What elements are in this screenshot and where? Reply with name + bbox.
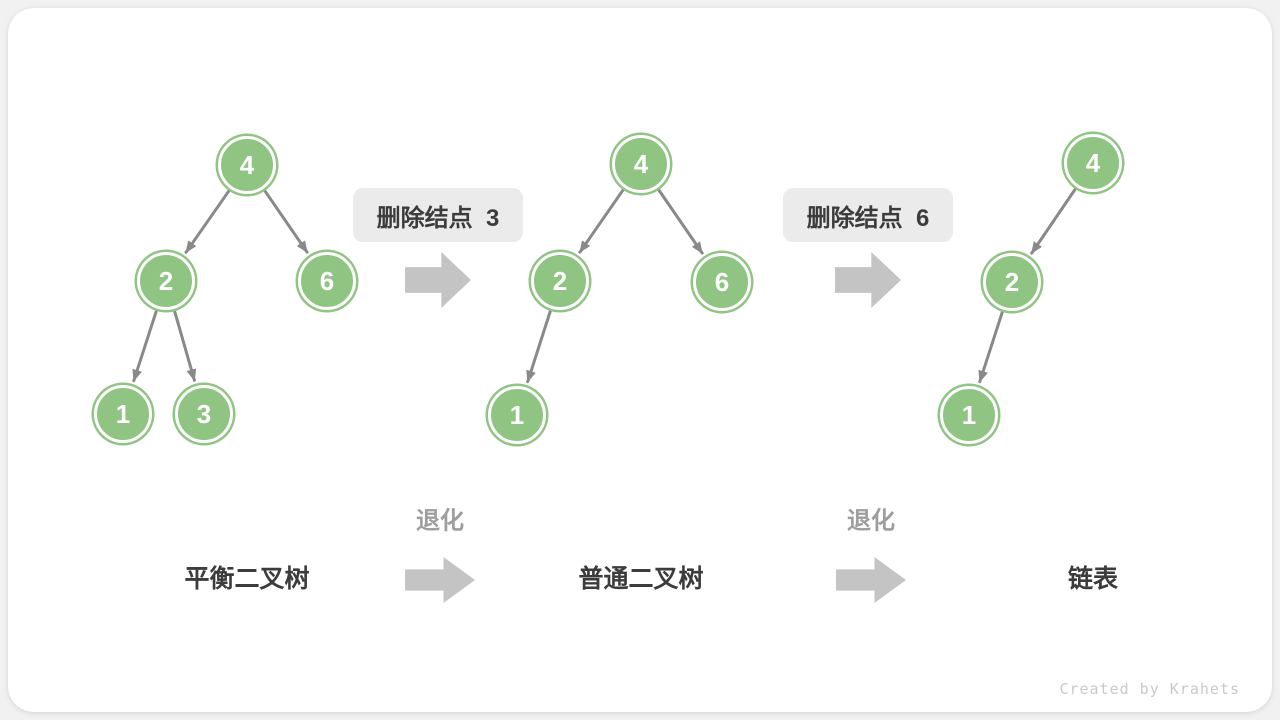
node-value: 2 [158,266,174,296]
node-value: 2 [1004,267,1020,297]
node-value: 3 [196,399,212,429]
tree-node-6: 6 [298,252,356,310]
tree-node-4: 4 [612,135,670,193]
tree-node-4: 4 [218,136,276,194]
degrade-label: 退化 [416,507,464,535]
tree-node-2: 2 [983,253,1041,311]
node-value: 6 [714,267,730,297]
tree-node-6: 6 [693,253,751,311]
tree-node-2: 2 [137,252,195,310]
tree-node-4: 4 [1064,134,1122,192]
tree-label-ordinary-binary-tree: 普通二叉树 [578,565,704,593]
credit-text: Created by Krahets [1059,680,1240,698]
tree-node-1: 1 [940,386,998,444]
node-value: 4 [1085,148,1101,178]
tree-node-3: 3 [175,385,233,443]
step-label-box: 删除结点 6 [783,188,953,242]
node-value: 4 [633,149,649,179]
tree-node-2: 2 [531,252,589,310]
step-label-box: 删除结点 3 [353,188,523,242]
tree-node-1: 1 [488,386,546,444]
tree-label-balanced-binary-tree: 平衡二叉树 [184,565,310,593]
node-value: 1 [961,400,977,430]
diagram-card [8,8,1272,712]
tree-label-linked-list: 链表 [1067,565,1119,593]
tree-node-1: 1 [94,385,152,443]
node-value: 2 [552,266,568,296]
node-value: 4 [239,150,255,180]
node-value: 1 [509,400,525,430]
degrade-label: 退化 [847,507,895,535]
node-value: 6 [319,266,335,296]
node-value: 1 [115,399,131,429]
